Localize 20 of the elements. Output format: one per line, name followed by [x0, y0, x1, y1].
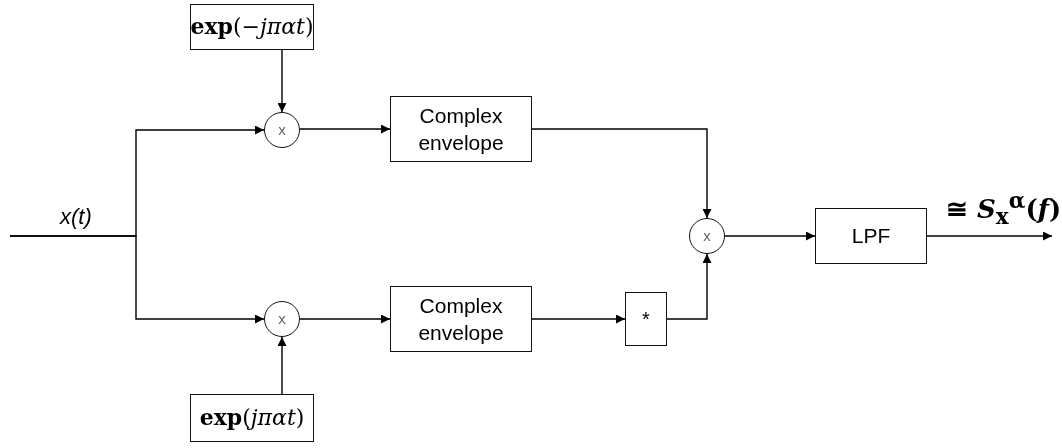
arrow — [666, 253, 712, 320]
arrow — [9, 235, 265, 324]
arrow — [299, 314, 391, 324]
process-box: Complex envelope — [390, 286, 532, 352]
arrow — [531, 128, 712, 219]
arrow — [277, 49, 287, 113]
multiplier-circle: x — [689, 218, 725, 254]
arrow — [531, 314, 626, 324]
expression-box: exp(−jπαt) — [190, 4, 314, 50]
arrow — [299, 124, 391, 134]
expression-box: exp(jπαt) — [190, 394, 314, 442]
signal-label: x(t) — [60, 204, 92, 230]
multiplier-circle: x — [264, 301, 300, 337]
process-box: LPF — [815, 208, 927, 264]
multiplier-circle: x — [264, 112, 300, 148]
process-box: Complex envelope — [390, 96, 532, 162]
conjugate-box: * — [625, 292, 667, 346]
arrow — [277, 336, 287, 395]
arrow — [724, 231, 816, 241]
arrow — [926, 231, 1053, 241]
